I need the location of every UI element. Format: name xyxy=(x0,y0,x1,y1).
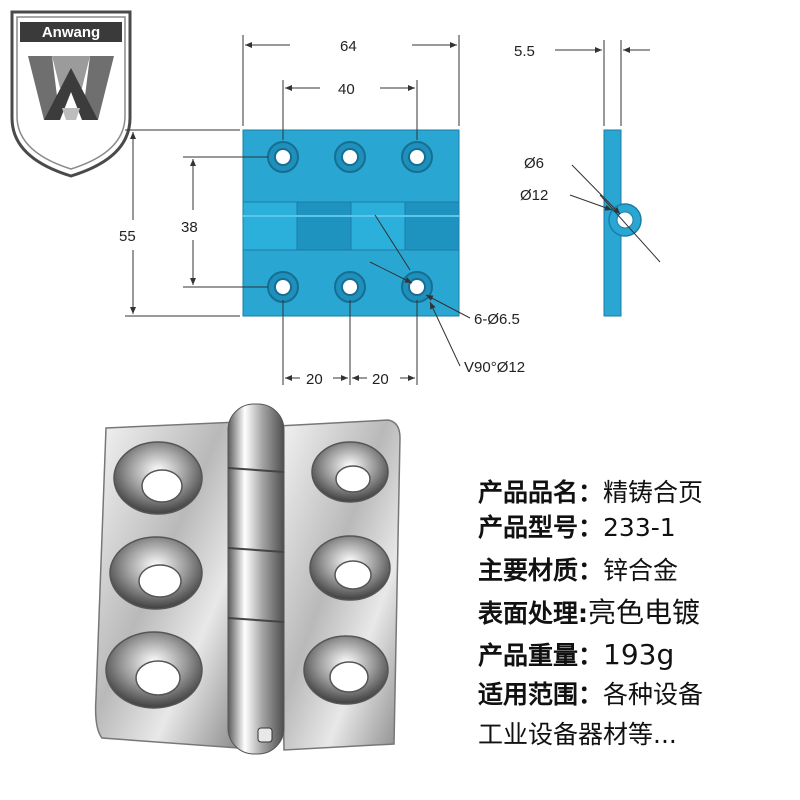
spec-row-application-more: 工业设备器材等... xyxy=(478,720,677,750)
dim-pin-diameter: Ø6 xyxy=(524,155,544,172)
spec-row-weight: 产品重量：193g xyxy=(478,640,674,671)
logo-brand-text: Anwang xyxy=(42,24,100,41)
spec-value: 193g xyxy=(603,638,675,671)
spec-row-model: 产品型号：233-1 xyxy=(478,513,676,543)
dim-holes: 6-Ø6.5 xyxy=(474,311,520,328)
spec-label: 产品品名： xyxy=(478,478,604,507)
spec-value: 工业设备器材等... xyxy=(478,720,677,749)
spec-label: 产品型号： xyxy=(478,513,604,542)
spec-value: 精铸合页 xyxy=(603,478,704,507)
spec-row-material: 主要材质：锌合金 xyxy=(478,556,678,586)
dim-height-total: 55 xyxy=(119,228,136,245)
spec-row-application: 适用范围：各种设备 xyxy=(478,680,703,710)
dim-knuckle-diameter: Ø12 xyxy=(520,187,548,204)
spec-row-surface: 表面处理:亮色电镀 xyxy=(478,598,700,629)
dim-countersink: V90°Ø12 xyxy=(464,359,525,376)
technical-drawing: 64 40 5.5 55 38 Ø6 Ø12 6-Ø6.5 V90°Ø12 20… xyxy=(119,35,661,388)
spec-label: 适用范围： xyxy=(478,680,604,709)
dim-pitch-b: 20 xyxy=(372,371,389,388)
hinge-product-photo xyxy=(94,403,401,755)
dim-width-total: 64 xyxy=(340,38,357,55)
spec-value: 233-1 xyxy=(603,513,676,542)
dim-hole-pitch-vertical: 38 xyxy=(181,219,198,236)
spec-label: 产品重量： xyxy=(478,641,604,670)
spec-value: 锌合金 xyxy=(603,556,679,585)
dim-thickness: 5.5 xyxy=(514,43,535,60)
spec-value: 各种设备 xyxy=(603,680,704,709)
dim-pitch-a: 20 xyxy=(306,371,323,388)
spec-value: 亮色电镀 xyxy=(588,596,701,629)
hinge-side-view xyxy=(603,129,642,317)
spec-label: 表面处理: xyxy=(478,599,588,628)
hinge-front-view xyxy=(242,129,460,317)
spec-label: 主要材质： xyxy=(478,556,604,585)
anwang-logo: Anwang xyxy=(10,10,132,178)
dim-hole-pitch-total: 40 xyxy=(338,81,355,98)
spec-row-product-name: 产品品名：精铸合页 xyxy=(478,478,703,508)
